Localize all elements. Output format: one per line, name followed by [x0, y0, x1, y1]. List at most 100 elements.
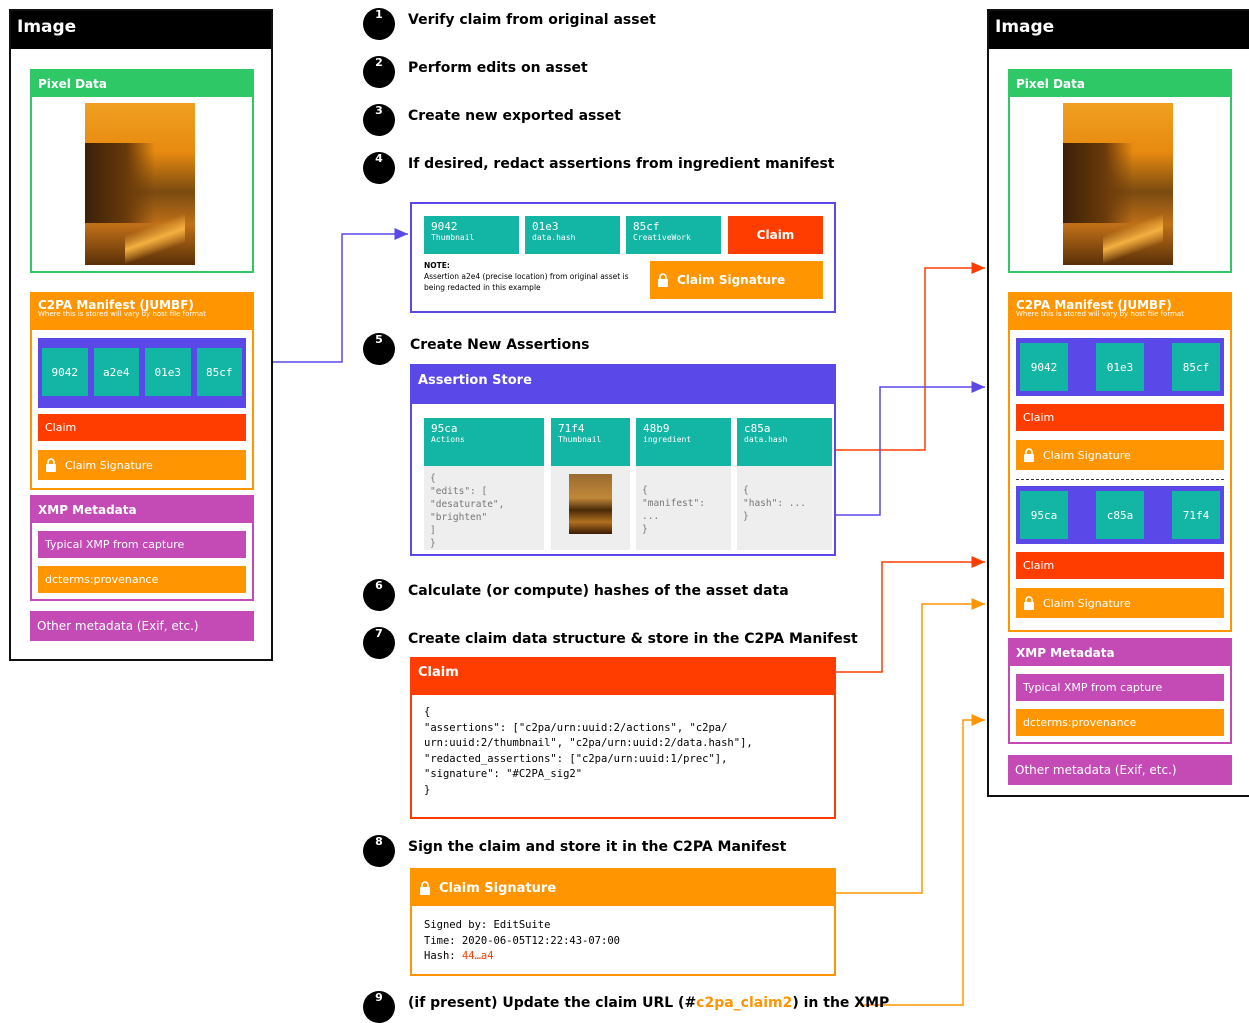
left-xmp-title: XMP Metadata	[32, 497, 252, 523]
redact-tile: 85cf CreativeWork	[626, 216, 721, 254]
redacted-manifest-box: 9042 Thumbnail 01e3 data.hash 85cf Creat…	[410, 202, 836, 313]
right-xmp-provenance: dcterms:provenance	[1016, 709, 1224, 736]
redaction-note: NOTE: Assertion a2e4 (precise location) …	[424, 260, 644, 293]
redact-claim-signature: Claim Signature	[650, 261, 823, 299]
left-manifest-header: C2PA Manifest (JUMBF) Where this is stor…	[32, 294, 252, 330]
claim-url-link: c2pa_claim2	[696, 995, 793, 1011]
redact-claim: Claim	[728, 216, 823, 254]
signed-by: Signed by: EditSuite	[424, 919, 551, 931]
left-manifest-subtitle: Where this is stored will vary by host f…	[38, 310, 206, 318]
assertion-card-body	[551, 466, 630, 550]
left-xmp-provenance: dcterms:provenance	[38, 566, 246, 593]
note-text: Assertion a2e4 (precise location) from o…	[424, 272, 629, 292]
assertion-card-id: c85a	[744, 422, 771, 435]
right-xmp-metadata: XMP Metadata Typical XMP from capture dc…	[1008, 638, 1232, 744]
right-pixel-data: Pixel Data	[1008, 69, 1232, 273]
note-label: NOTE:	[424, 261, 450, 270]
redact-tile-id: 01e3	[532, 220, 559, 233]
assertion-card-kind: ingredient	[643, 435, 692, 444]
assertion-card-header: 71f4 Thumbnail	[551, 418, 630, 466]
lock-icon	[420, 881, 430, 895]
arrow-claim-to-right	[836, 556, 985, 673]
right-other-metadata: Other metadata (Exif, etc.)	[1008, 755, 1232, 785]
right-manifest-subtitle: Where this is stored will vary by host f…	[1016, 310, 1184, 318]
right-manifest-title: C2PA Manifest (JUMBF)	[1016, 298, 1172, 312]
redact-tile-id: 9042	[431, 220, 458, 233]
step-number: 1	[363, 8, 395, 40]
step-number: 3	[363, 104, 395, 136]
right-tile: 01e3	[1096, 343, 1144, 391]
right-tile: 95ca	[1020, 491, 1068, 539]
left-other-metadata: Other metadata (Exif, etc.)	[30, 611, 254, 641]
assertion-card-header: 48b9 ingredient	[636, 418, 731, 466]
step-text-prefix: (if present) Update the claim URL (#	[408, 995, 697, 1011]
step-text: Create claim data structure & store in t…	[408, 631, 858, 647]
left-tile: 85cf	[196, 348, 242, 396]
assertion-card: 95ca Actions { "edits": [ "desaturate", …	[424, 418, 544, 550]
redact-tile-kind: data.hash	[532, 233, 576, 242]
step-text-suffix: ) in the XMP	[792, 995, 890, 1011]
right-claim-bar-a: Claim	[1016, 404, 1224, 431]
assertion-card-body: { "hash": ... }	[737, 466, 832, 550]
signature-box: Claim Signature Signed by: EditSuite Tim…	[410, 868, 836, 976]
left-claim-signature-label: Claim Signature	[65, 458, 153, 472]
left-pixel-data-title: Pixel Data	[32, 71, 252, 97]
left-tile: 01e3	[145, 348, 191, 396]
left-assertion-tiles: 9042 a2e4 01e3 85cf	[38, 338, 246, 408]
step-number: 2	[363, 56, 395, 88]
redact-tile: 01e3 data.hash	[525, 216, 620, 254]
step-text: Create new exported asset	[408, 108, 621, 124]
assertion-card: c85a data.hash { "hash": ... }	[737, 418, 832, 550]
assertion-card: 71f4 Thumbnail	[551, 418, 630, 550]
assertion-card-header: c85a data.hash	[737, 418, 832, 466]
left-tile: a2e4	[93, 348, 139, 396]
redact-tile-id: 85cf	[633, 220, 660, 233]
assertion-card-id: 48b9	[643, 422, 670, 435]
step-number: 5	[363, 333, 395, 365]
assertion-card-id: 95ca	[431, 422, 458, 435]
step-text: Verify claim from original asset	[408, 12, 656, 28]
lock-icon	[46, 458, 56, 472]
signature-hash: Hash: 44…a4	[424, 949, 822, 965]
redact-tile: 9042 Thumbnail	[424, 216, 519, 254]
assertion-store: Assertion Store 95ca Actions { "edits": …	[410, 364, 836, 556]
assertion-card-header: 95ca Actions	[424, 418, 544, 466]
right-tile: 9042	[1020, 343, 1068, 391]
lock-icon	[1024, 596, 1034, 610]
arrow-xmp-update-to-right	[860, 714, 985, 1006]
left-xmp-metadata: XMP Metadata Typical XMP from capture dc…	[30, 495, 254, 601]
right-tile: c85a	[1096, 491, 1144, 539]
signature-time: Time: 2020-06-05T12:22:43-07:00	[424, 934, 620, 947]
arrow-store-to-right	[836, 381, 985, 516]
right-claim-signature-label-b: Claim Signature	[1043, 596, 1131, 610]
right-c2pa-manifest: C2PA Manifest (JUMBF) Where this is stor…	[1008, 292, 1232, 632]
step-text: Sign the claim and store it in the C2PA …	[408, 839, 787, 855]
left-image-panel: Image Pixel Data C2PA Manifest (JUMBF) W…	[9, 9, 273, 661]
right-xmp-title: XMP Metadata	[1010, 640, 1230, 666]
step-number: 9	[363, 991, 395, 1023]
hash-value: 44…a4	[461, 950, 494, 962]
step-number: 7	[363, 627, 395, 659]
left-claim-signature-bar: Claim Signature	[38, 450, 246, 480]
lock-icon	[658, 273, 668, 287]
right-claim-signature-bar-a: Claim Signature	[1016, 440, 1224, 470]
left-photo-thumbnail	[85, 103, 195, 265]
assertion-store-title: Assertion Store	[412, 366, 834, 404]
redact-tile-kind: Thumbnail	[431, 233, 475, 242]
signature-details: Signed by: EditSuite Time: 2020-06-05T12…	[412, 906, 834, 977]
right-manifest-header: C2PA Manifest (JUMBF) Where this is stor…	[1010, 294, 1230, 330]
assertion-card: 48b9 ingredient { "manifest": ... }	[636, 418, 731, 550]
signature-box-header: Claim Signature	[412, 870, 834, 906]
arrow-redact-claim-to-right	[836, 262, 985, 451]
right-claim-signature-bar-b: Claim Signature	[1016, 588, 1224, 618]
assertion-card-body: { "edits": [ "desaturate", "brighten" ] …	[424, 466, 544, 550]
right-assertion-tiles-a: 9042 01e3 85cf	[1016, 338, 1224, 396]
lock-icon	[1024, 448, 1034, 462]
step-text-xmp-update: (if present) Update the claim URL (#c2pa…	[408, 995, 889, 1011]
arrow-manifest-to-redact	[272, 228, 408, 363]
claim-box-title: Claim	[412, 659, 834, 695]
step-number: 4	[363, 152, 395, 184]
assertion-card-kind: data.hash	[744, 435, 788, 444]
right-panel-title: Image	[989, 11, 1249, 49]
